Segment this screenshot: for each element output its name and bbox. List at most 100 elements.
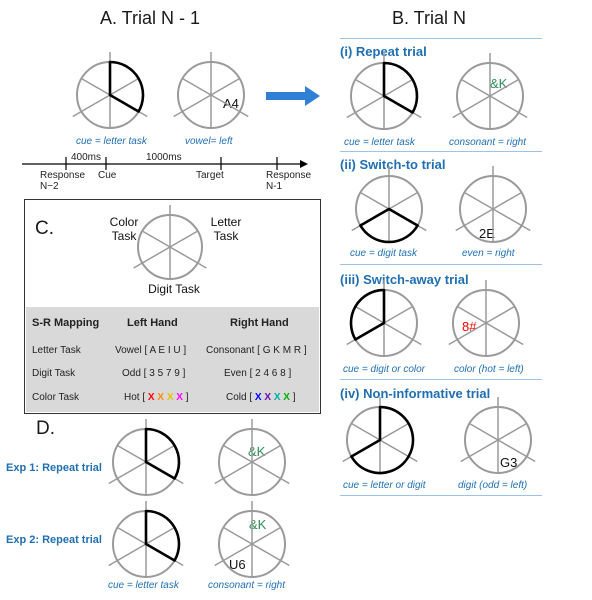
timeline-interval-1000: 1000ms xyxy=(146,152,182,163)
switch-to-cue-wheel-spoke xyxy=(388,191,418,210)
exp2-glyph-top: &K xyxy=(249,517,267,532)
exp1-cue-wheel-spoke xyxy=(145,444,175,463)
panel-c-box: C. Color Task Letter Task Digit Task S-R… xyxy=(24,199,321,414)
noninformative-target-wheel-spoke xyxy=(497,439,536,463)
sr-row-letter-left: Vowel [ A E I U ] xyxy=(115,345,187,356)
repeat-cue-wheel-spoke xyxy=(346,95,385,119)
repeat-target-wheel-spoke xyxy=(489,95,528,119)
repeat-cue-caption: cue = letter task xyxy=(344,137,415,148)
panel-d-cue-caption: cue = letter task xyxy=(108,580,179,591)
exp2-glyph-bottom: U6 xyxy=(229,557,246,572)
repeat-target-wheel-spoke xyxy=(489,78,519,97)
color-task-label: Color Task xyxy=(109,215,139,243)
exp2-cue-wheel-spoke xyxy=(108,543,147,567)
panel-a-cue-caption: cue = letter task xyxy=(76,136,147,147)
panel-a-cue-wheel-spoke xyxy=(72,94,111,118)
panel-b-title: B. Trial N xyxy=(392,8,467,28)
noninformative-target-caption: digit (odd = left) xyxy=(458,480,528,491)
repeat-target-wheel-spoke xyxy=(452,95,491,119)
timeline-arrowhead xyxy=(300,160,308,168)
exp2-target-wheel-spoke xyxy=(251,526,281,545)
exp2-target-wheel-spoke xyxy=(214,543,253,567)
sr-row-color-right: Cold [ X X X X ] xyxy=(226,392,296,403)
noninformative-cue-wheel-spoke xyxy=(351,422,381,441)
sr-row-letter-task: Letter Task xyxy=(32,345,81,356)
sr-header-right: Right Hand xyxy=(230,317,289,329)
switch-to-title: (ii) Switch-to trial xyxy=(340,157,446,172)
repeat-glyph: &K xyxy=(490,76,508,91)
switch-to-cue-wheel-spoke xyxy=(360,191,390,210)
switch-away-cue-caption: cue = digit or color xyxy=(343,364,425,375)
exp2-cue-wheel-cue-segment xyxy=(144,509,181,562)
sr-row-color-task: Color Task xyxy=(32,392,80,403)
exp1-label: Exp 1: Repeat trial xyxy=(6,462,102,474)
switch-away-cue-wheel-cue-segment xyxy=(349,288,386,341)
transition-arrow xyxy=(266,86,320,106)
switch-away-target-wheel-spoke xyxy=(448,322,487,346)
timeline-event-cue: Cue xyxy=(98,170,117,181)
exp2-target-wheel-spoke xyxy=(223,526,253,545)
exp1-target-wheel-spoke xyxy=(251,444,281,463)
switch-away-target-wheel-spoke xyxy=(485,305,515,324)
switch-to-target-caption: even = right xyxy=(462,248,515,259)
noninformative-cue-wheel-spoke xyxy=(379,422,409,441)
panel-d-target-caption: consonant = right xyxy=(208,580,285,591)
sr-row-color-left: Hot [ X X X X ] xyxy=(124,392,189,403)
panel-c-title: C. xyxy=(35,218,54,239)
panel-b-bottom-rule xyxy=(340,495,542,496)
sr-row-letter-right: Consonant [ G K M R ] xyxy=(206,345,307,356)
sr-row-digit-left: Odd [ 3 5 7 9 ] xyxy=(122,368,186,379)
panel-a-cue-wheel-spoke xyxy=(109,77,139,96)
switch-away-title: (iii) Switch-away trial xyxy=(340,272,469,287)
panel-a-target-glyph: A4 xyxy=(223,96,239,111)
noninformative-title: (iv) Non-informative trial xyxy=(340,386,491,401)
exp1-cue-wheel-spoke xyxy=(117,444,147,463)
repeat-cue-wheel-spoke xyxy=(355,78,385,97)
panel-a-target-wheel-spoke xyxy=(173,94,212,118)
noninformative-cue-caption: cue = letter or digit xyxy=(343,480,426,491)
panel-a-cue-wheel-spoke xyxy=(81,77,111,96)
repeat-target-caption: consonant = right xyxy=(449,137,526,148)
exp2-label: Exp 2: Repeat trial xyxy=(6,534,102,546)
panel-c-task-wheel-spoke xyxy=(169,246,207,269)
panel-a-title: A. Trial N - 1 xyxy=(100,8,201,28)
switch-to-target-wheel-spoke xyxy=(455,208,494,232)
noninformative-target-wheel-spoke xyxy=(497,422,527,441)
exp2-target-wheel-spoke xyxy=(251,543,290,567)
switch-away-rule xyxy=(340,264,542,265)
switch-away-target-wheel-spoke xyxy=(457,305,487,324)
sr-header-left: Left Hand xyxy=(127,317,178,329)
noninformative-target-wheel-spoke xyxy=(469,422,499,441)
timeline-event-response-n2: Response N−2 xyxy=(40,170,86,192)
sr-row-digit-right: Even [ 2 4 6 8 ] xyxy=(224,368,292,379)
panel-a-target-wheel-spoke xyxy=(182,77,212,96)
exp2-cue-wheel-spoke xyxy=(117,526,147,545)
switch-away-cue-wheel-spoke xyxy=(383,322,422,346)
exp1-cue-wheel-cue-segment xyxy=(144,427,181,480)
noninformative-rule xyxy=(340,379,542,380)
timeline-interval-400: 400ms xyxy=(71,152,102,163)
switch-to-cue-caption: cue = digit task xyxy=(350,248,417,259)
noninformative-cue-wheel-spoke xyxy=(379,439,418,463)
panel-c-task-wheel-spoke xyxy=(169,230,199,248)
switch-away-cue-wheel-spoke xyxy=(355,305,385,324)
panel-a-target-wheel-spoke xyxy=(210,94,249,118)
sr-mapping-table: S-R Mapping Left Hand Right Hand Letter … xyxy=(26,307,319,412)
panel-c-task-wheel-spoke xyxy=(133,246,171,269)
exp1-target-wheel-spoke xyxy=(214,461,253,485)
exp1-target-wheel-spoke xyxy=(223,444,253,463)
digit-task-label: Digit Task xyxy=(148,282,200,296)
repeat-trial-title: (i) Repeat trial xyxy=(340,44,427,59)
exp1-cue-wheel-spoke xyxy=(108,461,147,485)
exp2-cue-wheel-spoke xyxy=(145,526,175,545)
repeat-cue-wheel-cue-segment xyxy=(382,61,419,114)
noninformative-target-wheel-spoke xyxy=(460,439,499,463)
timeline-event-target: Target xyxy=(196,170,224,181)
repeat-trial-rule xyxy=(340,38,542,39)
switch-to-target-wheel-spoke xyxy=(464,191,494,210)
timeline-event-response-n1: Response N-1 xyxy=(266,170,312,192)
sr-header-mapping: S-R Mapping xyxy=(32,317,100,329)
repeat-cue-wheel-spoke xyxy=(383,78,413,97)
switch-to-rule xyxy=(340,151,542,152)
